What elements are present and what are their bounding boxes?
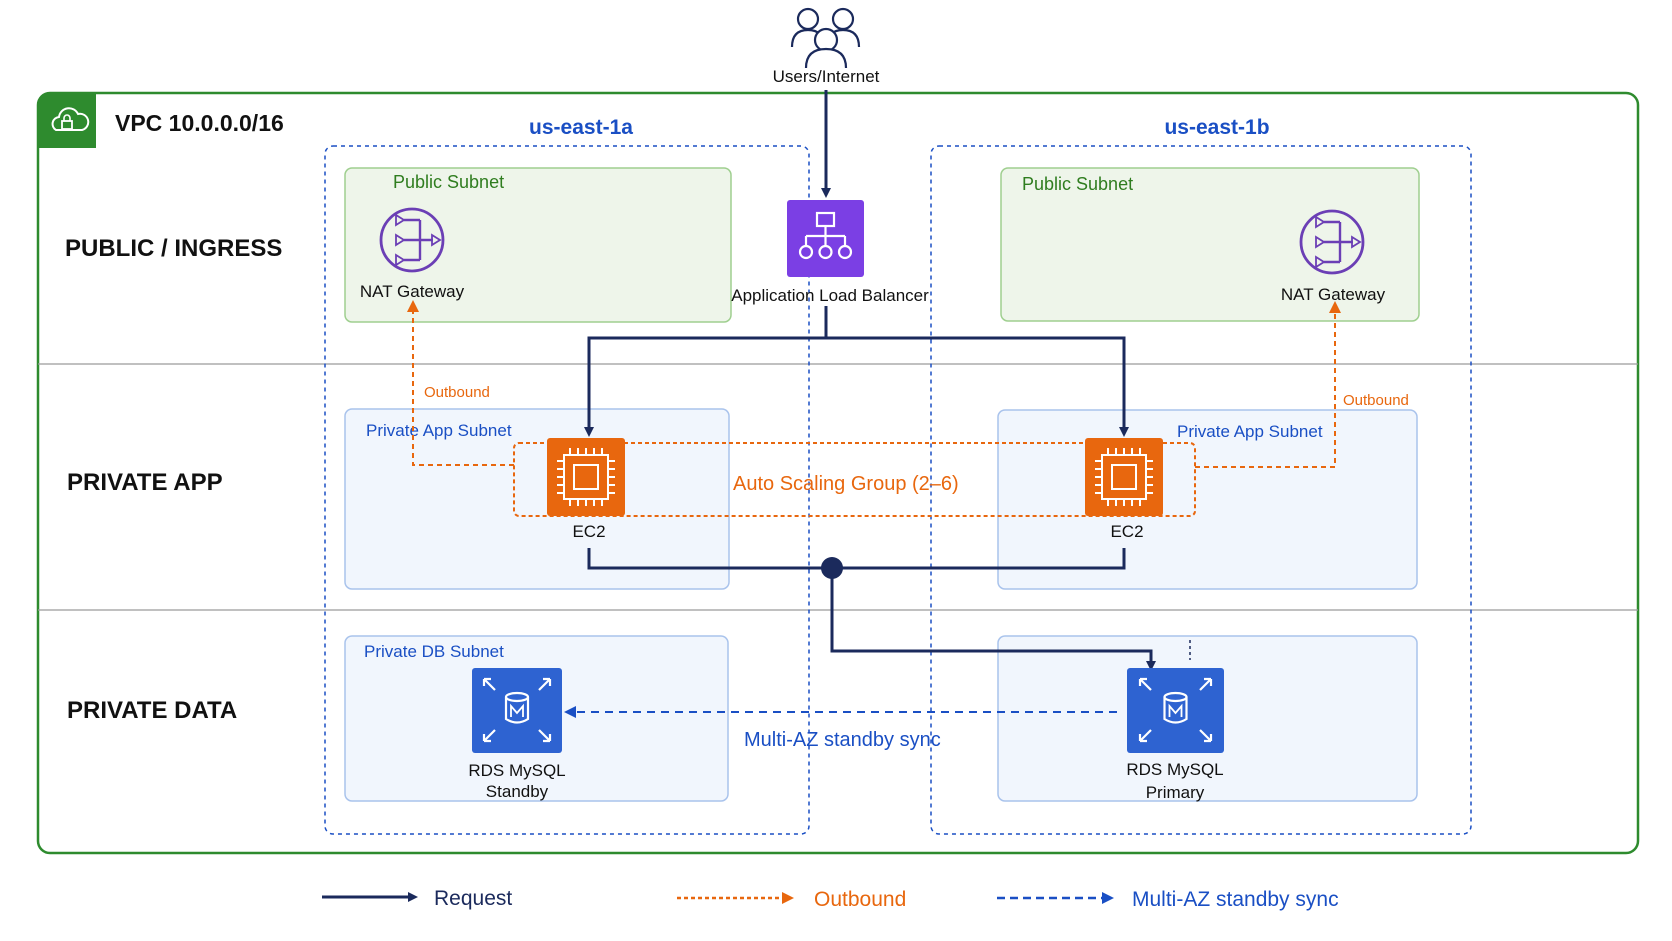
tier-label-app: PRIVATE APP (67, 469, 223, 496)
nat-gateway-icon (379, 207, 445, 273)
outbound-arrow-b (1195, 301, 1341, 468)
users-icon (790, 7, 861, 69)
az-a-label: us-east-1a (529, 116, 633, 139)
request-arrow-alb-ec2-a (584, 306, 828, 437)
alb-label: Application Load Balancer (731, 286, 929, 305)
rds-standby-label-line1: RDS MySQL (468, 761, 565, 780)
private-app-subnet-b-label: Private App Subnet (1177, 422, 1323, 441)
chip-icon (547, 438, 625, 516)
chip-icon (1085, 438, 1163, 516)
legend: Request Outbound Multi-AZ standby sync (322, 887, 1339, 911)
database-icon (1127, 668, 1224, 753)
request-junction-dot (821, 557, 843, 579)
public-subnet-a-label: Public Subnet (393, 172, 504, 192)
nat-gateway-icon (1299, 209, 1365, 275)
az-a (324, 145, 810, 835)
rds-primary-label-line2: Primary (1146, 783, 1205, 802)
auto-scaling-group (513, 442, 1196, 517)
private-app-subnet-a-label: Private App Subnet (366, 421, 512, 440)
request-arrow-alb-ec2-b (826, 336, 1129, 437)
ec2-b-label: EC2 (1110, 522, 1143, 541)
request-arrow-junction-rds (830, 568, 1156, 671)
request-line-ec2-a-junction (587, 548, 832, 570)
legend-request-label: Request (434, 887, 512, 910)
users-label: Users/Internet (773, 67, 880, 86)
az-b-label: us-east-1b (1164, 116, 1269, 139)
public-subnet-a (344, 167, 732, 323)
nat-gateway-a-label: NAT Gateway (360, 282, 465, 301)
outbound-label-a: Outbound (424, 384, 490, 401)
public-subnet-b-label: Public Subnet (1022, 174, 1133, 194)
database-icon (472, 668, 562, 753)
tier-label-data: PRIVATE DATA (67, 697, 237, 724)
rds-standby-label-line2: Standby (486, 782, 549, 801)
outbound-arrow-a (407, 300, 514, 466)
asg-label: Auto Scaling Group (2–6) (733, 473, 959, 495)
public-subnet-b (1000, 167, 1420, 322)
vpc-border (36, 91, 1640, 855)
sync-label: Multi-AZ standby sync (744, 729, 941, 751)
az-b (930, 145, 1472, 835)
tier-label-public: PUBLIC / INGRESS (65, 235, 282, 262)
load-balancer-icon (787, 200, 864, 277)
request-line-ec2-b-junction (832, 548, 1126, 570)
legend-sync-label: Multi-AZ standby sync (1132, 888, 1339, 911)
ec2-a-label: EC2 (572, 522, 605, 541)
vpc-label: VPC 10.0.0.0/16 (115, 110, 284, 136)
private-app-subnet-a (344, 408, 730, 590)
rds-primary-label-line1: RDS MySQL (1126, 760, 1223, 779)
legend-outbound-label: Outbound (814, 888, 906, 911)
private-db-subnet-a-label: Private DB Subnet (364, 642, 504, 661)
cloud-lock-icon (38, 93, 96, 148)
nat-gateway-b-label: NAT Gateway (1281, 285, 1386, 304)
outbound-label-b: Outbound (1343, 392, 1409, 409)
